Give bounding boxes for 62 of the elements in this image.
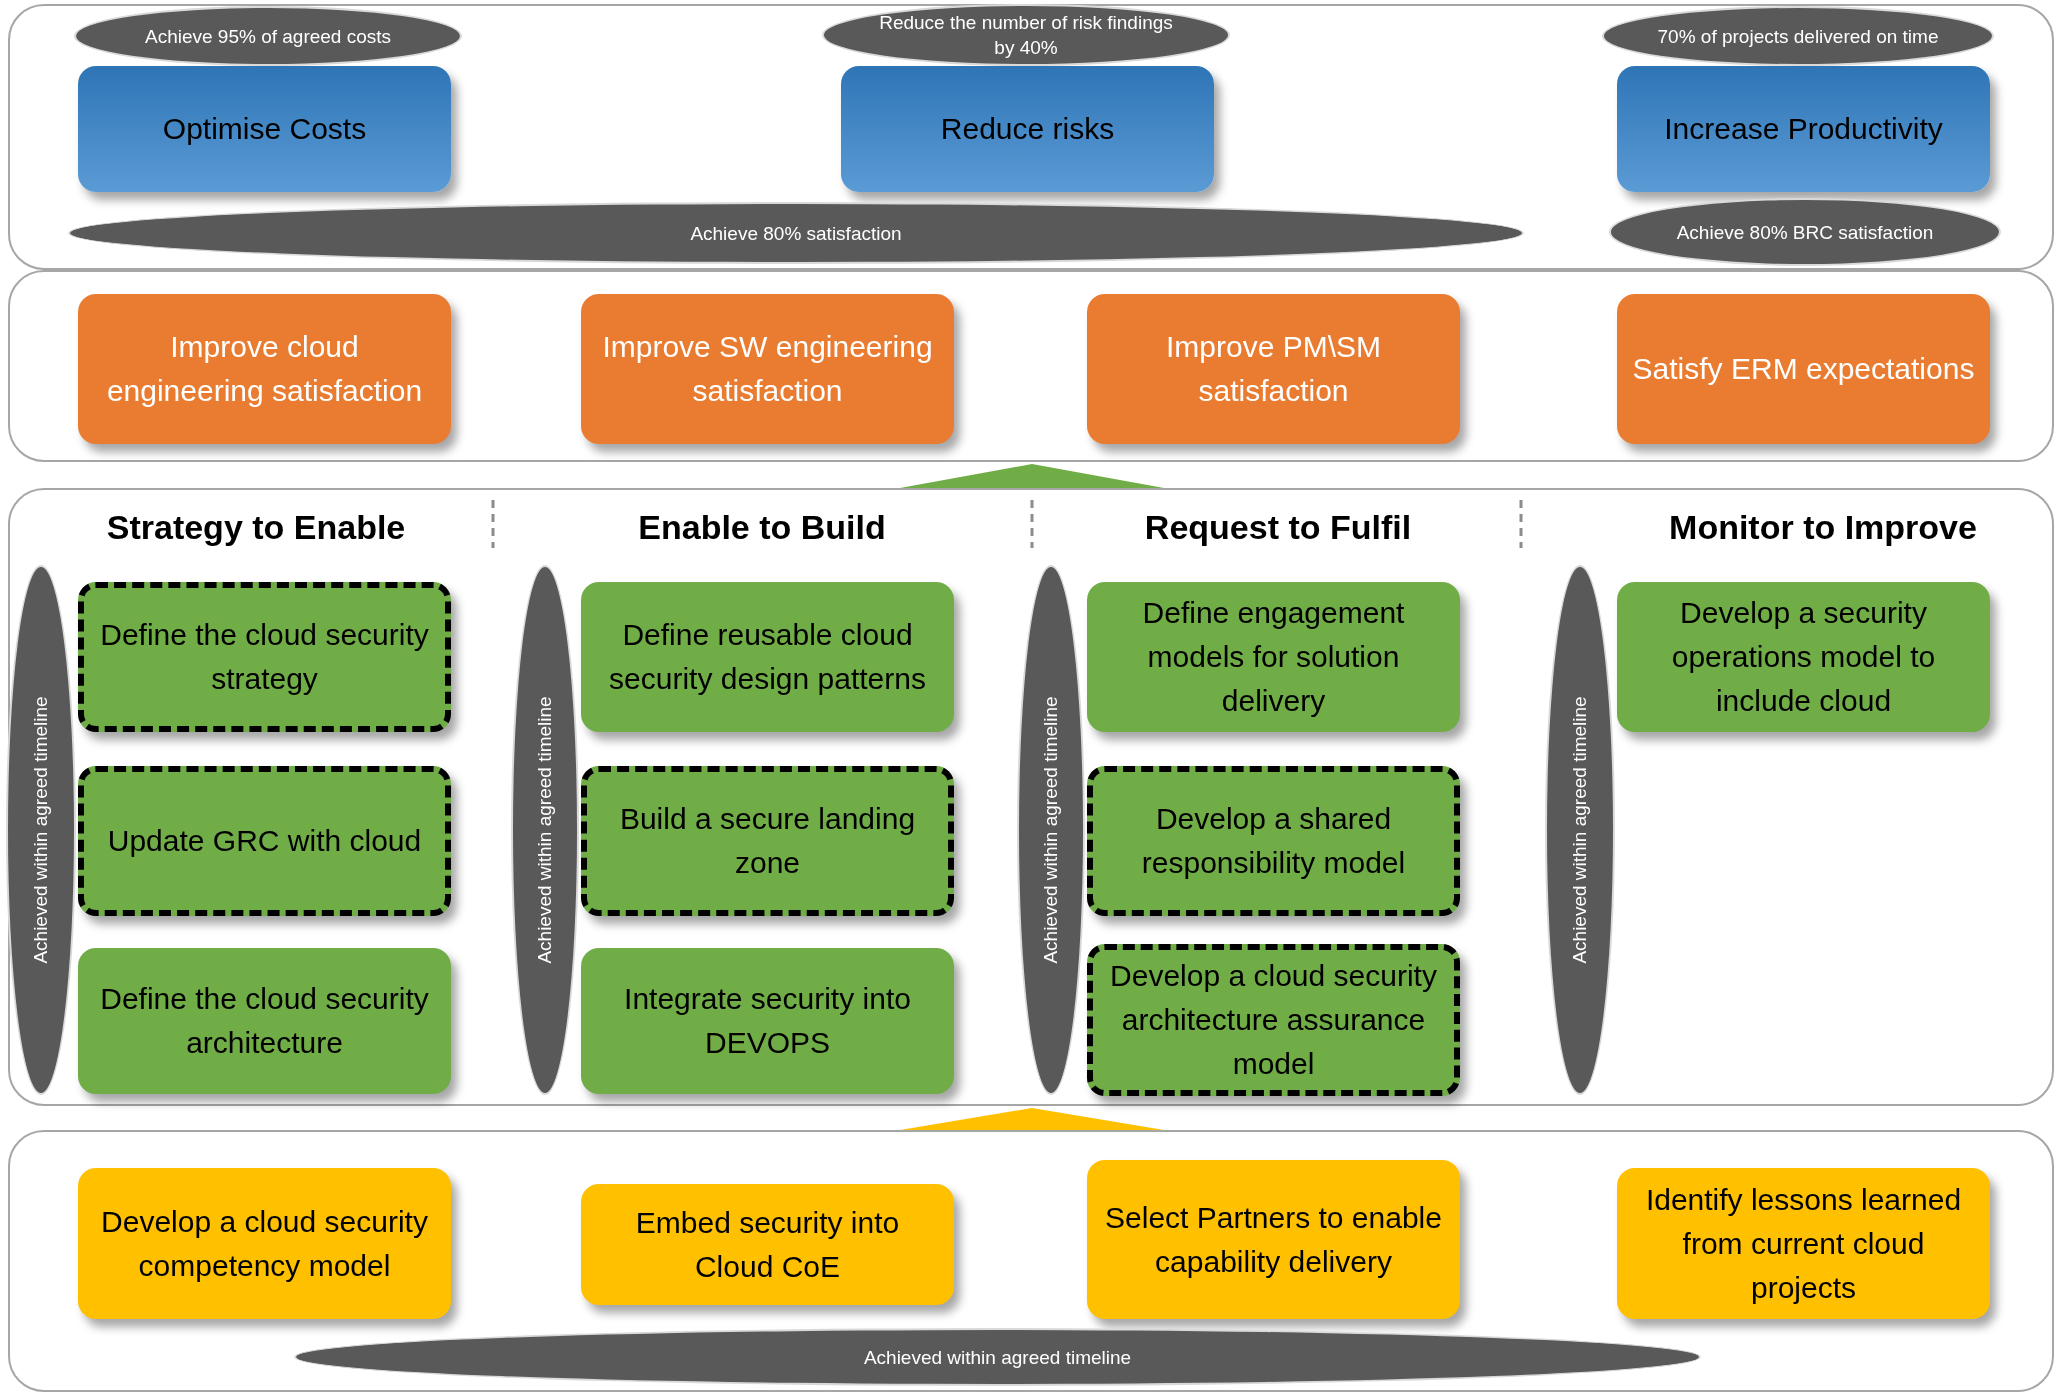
- node-text: Develop a security operations model to include cloud: [1670, 595, 1937, 719]
- node-text: Define the cloud security architecture: [99, 981, 430, 1061]
- node-text: Improve PM\SM satisfaction: [1164, 329, 1382, 409]
- column-heading: Request to Fulfil: [1144, 508, 1412, 547]
- satisfaction-box: [1617, 294, 1990, 444]
- band-panel: [8, 488, 2054, 1106]
- band-panel: [8, 1130, 2054, 1392]
- node-text: Define the cloud security strategy: [99, 617, 430, 697]
- node-text: 70% of projects delivered on time: [1657, 24, 1939, 49]
- node-text: Satisfy ERM expectations: [1632, 351, 1975, 387]
- initiative-box: [1087, 582, 1460, 732]
- node-text: Achieved within agreed timeline: [1569, 696, 1591, 964]
- node-text: Achieved within agreed timeline: [30, 696, 52, 964]
- node-text: Achieved within agreed timeline: [863, 1345, 1132, 1370]
- column-heading: Monitor to Improve: [1669, 508, 1977, 547]
- band-panel: [8, 270, 2054, 462]
- node-text: Achieved within agreed timeline: [534, 696, 556, 964]
- node-text: Increase Productivity: [1664, 111, 1943, 147]
- node-text: Reduce risks: [940, 111, 1115, 147]
- node-text: Improve cloud engineering satisfaction: [105, 329, 424, 409]
- satisfaction-box: [1087, 294, 1460, 444]
- node-text: Embed security into Cloud CoE: [634, 1204, 901, 1285]
- enabler-box: [581, 1184, 954, 1305]
- initiative-box: [1087, 944, 1460, 1096]
- satisfaction-box: [78, 294, 451, 444]
- node-text: Reduce the number of risk findings by 40%: [878, 11, 1174, 60]
- node-text: Identify lessons learned from current cloud projects: [1644, 1181, 1963, 1306]
- node-text: Build a secure landing zone: [618, 801, 917, 881]
- up-triangle: [900, 1108, 1164, 1130]
- initiative-box: [1617, 582, 1990, 732]
- node-text: Achieve 80% satisfaction: [690, 221, 902, 246]
- node-text: Integrate security into DEVOPS: [623, 981, 912, 1061]
- enabler-box: [1087, 1160, 1460, 1319]
- initiative-box: [78, 582, 451, 732]
- column-heading: Enable to Build: [638, 508, 886, 547]
- node-text: Achieved within agreed timeline: [1040, 696, 1062, 964]
- node-text: Develop a cloud security competency model: [100, 1203, 429, 1284]
- band-panel: [8, 4, 2054, 270]
- column-heading: Strategy to Enable: [106, 508, 406, 547]
- enabler-box: [78, 1168, 451, 1319]
- node-text: Develop a shared responsibility model: [1140, 801, 1407, 881]
- node-text: Update GRC with cloud: [107, 823, 422, 859]
- node-text: Select Partners to enable capability delivery: [1104, 1199, 1443, 1280]
- objective-box: [1617, 66, 1990, 192]
- satisfaction-box: [581, 294, 954, 444]
- initiative-box: [1087, 766, 1460, 916]
- node-text: Define engagement models for solution delivery: [1141, 595, 1406, 719]
- node-text: Achieve 80% BRC satisfaction: [1676, 220, 1934, 245]
- initiative-box: [78, 766, 451, 916]
- initiative-box: [78, 948, 451, 1094]
- node-text: Improve SW engineering satisfaction: [601, 329, 934, 409]
- node-text: Optimise Costs: [162, 111, 367, 147]
- node-text: Define reusable cloud security design patterns: [608, 617, 927, 697]
- node-text: Develop a cloud security architecture assurance model: [1109, 958, 1438, 1082]
- initiative-box: [581, 766, 954, 916]
- objective-box: [78, 66, 451, 192]
- objective-box: [841, 66, 1214, 192]
- enabler-box: [1617, 1168, 1990, 1319]
- initiative-box: [581, 948, 954, 1094]
- node-text: Achieve 95% of agreed costs: [144, 24, 392, 49]
- initiative-box: [581, 582, 954, 732]
- up-triangle: [900, 464, 1164, 488]
